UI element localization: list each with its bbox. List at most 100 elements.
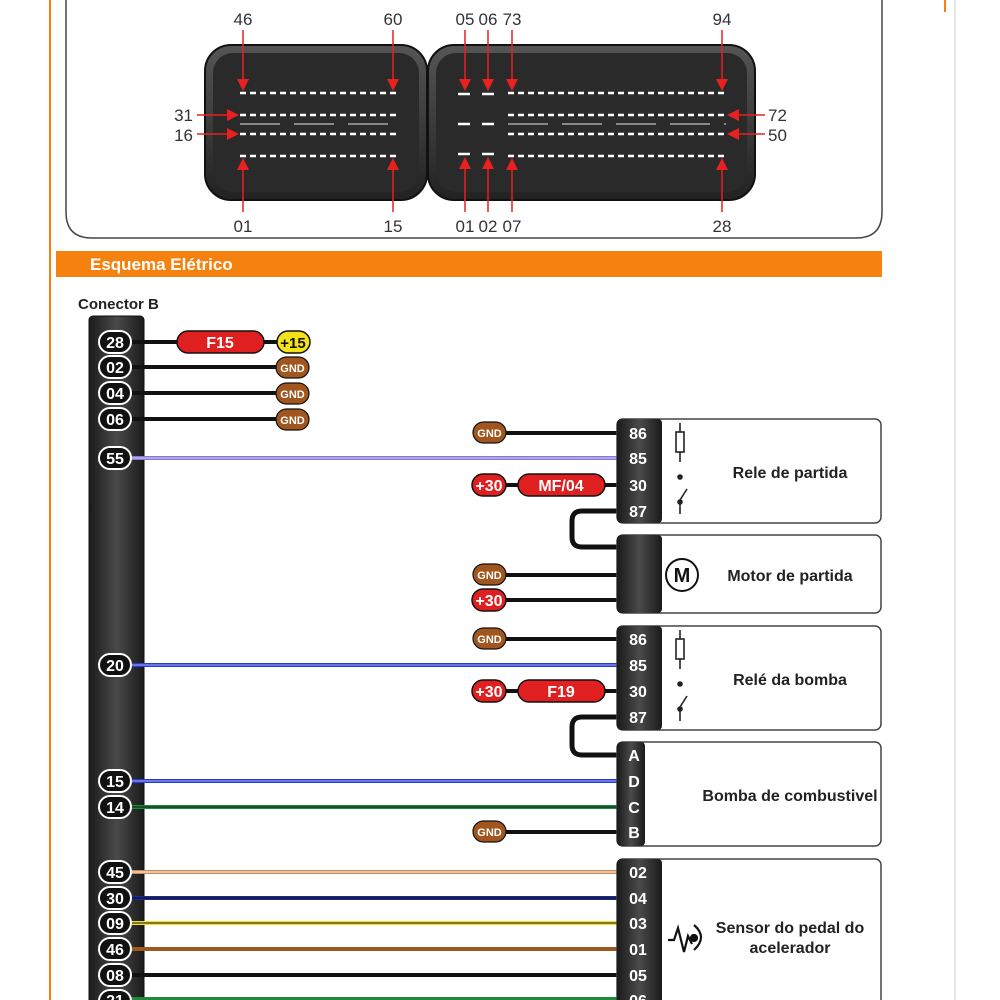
svg-text:A: A: [628, 748, 640, 765]
gnd-badge: GND: [275, 382, 310, 405]
svg-text:08: 08: [106, 968, 124, 985]
device-name: Sensor do pedal do: [716, 920, 865, 937]
connector-pin: 02: [98, 355, 132, 379]
pin-rows-right: [458, 91, 726, 158]
svg-text:04: 04: [629, 891, 647, 908]
pin-label: 01: [456, 217, 475, 236]
device-name: Motor de partida: [727, 568, 852, 585]
pin-label: 28: [713, 217, 732, 236]
svg-text:01: 01: [629, 942, 647, 959]
plus30-badge: +30: [471, 473, 507, 497]
device-name: Rele de partida: [733, 465, 848, 482]
svg-text:C: C: [628, 800, 640, 817]
pin-label: 02: [479, 217, 498, 236]
svg-text:F15: F15: [206, 335, 234, 352]
svg-text:09: 09: [106, 916, 124, 933]
svg-text:GND: GND: [477, 570, 502, 582]
sensor-icon: [668, 924, 703, 953]
fuel-pump: A D C B Bomba de combustivel: [616, 741, 882, 847]
svg-text:GND: GND: [477, 827, 502, 839]
svg-text:85: 85: [629, 658, 647, 675]
svg-text:D: D: [628, 774, 640, 791]
connector-pin: 55: [98, 446, 132, 470]
pin-label: 46: [234, 10, 253, 29]
svg-text:+15: +15: [280, 335, 305, 352]
svg-text:85: 85: [629, 451, 647, 468]
connector-panel: 46 60 31 16 01 15 05 06 73 94 72 50 01 0…: [65, 0, 883, 239]
pin-label: 94: [713, 10, 732, 29]
section-title-bar: [56, 251, 882, 277]
svg-text:06: 06: [106, 412, 124, 429]
connector-pin: 04: [98, 381, 132, 405]
pin-label: 05: [456, 10, 475, 29]
connector-pin: 08: [98, 963, 132, 987]
svg-text:45: 45: [106, 865, 124, 882]
svg-text:02: 02: [629, 865, 647, 882]
connector-pin: 45: [98, 860, 132, 884]
svg-text:14: 14: [106, 800, 124, 817]
pin-label: 72: [768, 106, 787, 125]
svg-text:GND: GND: [280, 415, 305, 427]
pin-rows-left: [240, 91, 400, 158]
svg-text:05: 05: [629, 968, 647, 985]
relay-switch-icon: [677, 681, 688, 721]
svg-text:15: 15: [106, 774, 124, 791]
pin-label: 15: [384, 217, 403, 236]
svg-text:86: 86: [629, 632, 647, 649]
svg-text:06: 06: [629, 993, 647, 1000]
relay-coil-icon: [675, 423, 685, 462]
plus30-badge: +30: [471, 588, 507, 612]
svg-text:55: 55: [106, 451, 124, 468]
svg-text:21: 21: [106, 993, 124, 1000]
start-relay: 86 85 30 87 Rele de partida: [616, 418, 882, 524]
pedal-sensor: 02 04 03 01 05 06 Sensor do pedal do ace…: [616, 858, 882, 1000]
fuse-f15: F15: [176, 330, 265, 354]
svg-text:GND: GND: [280, 363, 305, 375]
connector-pin: 14: [98, 795, 132, 819]
svg-text:GND: GND: [280, 389, 305, 401]
pin-arrows: [197, 30, 765, 212]
pin-label: 01: [234, 217, 253, 236]
device-name: acelerador: [750, 940, 831, 957]
pin-label: 07: [503, 217, 522, 236]
svg-text:03: 03: [629, 916, 647, 933]
fuse-mf04: MF/04: [517, 473, 606, 497]
connector-pin: 28: [98, 330, 132, 354]
svg-text:86: 86: [629, 426, 647, 443]
plus15-badge: +15: [276, 330, 311, 354]
connector-pin: 09: [98, 911, 132, 935]
connector-pin: 46: [98, 937, 132, 961]
svg-text:46: 46: [106, 942, 124, 959]
gnd-badge: GND: [472, 627, 507, 650]
relay-switch-icon: [677, 474, 688, 514]
svg-text:B: B: [628, 825, 640, 842]
plus30-badge: +30: [471, 679, 507, 703]
pump-relay: 86 85 30 87 Relé da bomba: [616, 625, 882, 731]
connector-pin: 20: [98, 653, 132, 677]
gnd-badge: GND: [472, 820, 507, 843]
svg-text:87: 87: [629, 710, 647, 727]
gnd-badge: GND: [275, 356, 310, 379]
gnd-badge: GND: [472, 421, 507, 444]
relay-coil-icon: [675, 630, 685, 669]
svg-text:+30: +30: [475, 684, 502, 701]
svg-text:04: 04: [106, 386, 124, 403]
connector-pin: 30: [98, 886, 132, 910]
connector-pin: 06: [98, 407, 132, 431]
connector-label: Conector B: [78, 296, 159, 313]
svg-text:MF/04: MF/04: [538, 478, 583, 495]
svg-text:30: 30: [629, 684, 647, 701]
starter-motor: M Motor de partida: [616, 534, 882, 614]
svg-text:28: 28: [106, 335, 124, 352]
device-name: Bomba de combustivel: [702, 788, 877, 805]
pin-label: 16: [174, 126, 193, 145]
connector-b-pins: 28 02 04 06 55 20 15 14: [98, 330, 132, 1000]
device-name: Relé da bomba: [733, 672, 847, 689]
pin-label: 06: [479, 10, 498, 29]
gnd-badge: GND: [275, 408, 310, 431]
svg-text:30: 30: [106, 891, 124, 908]
connector-pin: 15: [98, 769, 132, 793]
svg-text:+30: +30: [475, 593, 502, 610]
svg-text:GND: GND: [477, 634, 502, 646]
